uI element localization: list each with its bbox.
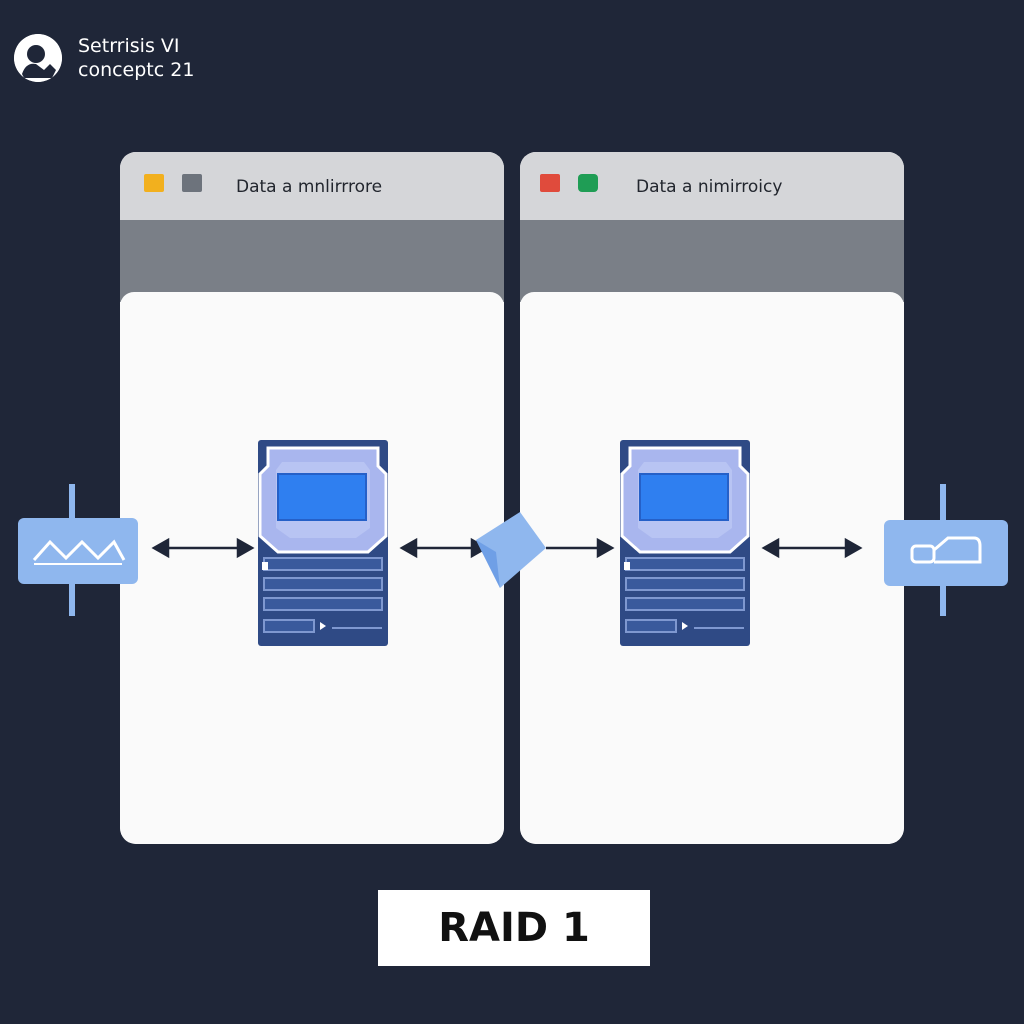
panel-right-titlebar: Data a nimirroicy: [520, 152, 904, 220]
brand-line-2: conceptc 21: [78, 59, 195, 81]
panel-left: Data a mnlirrrore: [120, 152, 504, 844]
hard-drive-icon: [620, 440, 750, 646]
status-indicator: [144, 174, 164, 192]
network-wave-icon: [16, 484, 140, 616]
panel-left-title: Data a mnlirrrore: [236, 177, 383, 197]
panel-right-band: [520, 220, 904, 302]
raid-caption: RAID 1: [378, 890, 650, 966]
hard-drive-icon: [258, 440, 388, 646]
status-indicator: [578, 174, 598, 192]
panel-right-title: Data a nimirroicy: [636, 177, 783, 197]
status-indicator: [182, 174, 202, 192]
brand-text: Setrrisis VI conceptc 21: [78, 34, 194, 82]
key-icon: [884, 484, 1008, 616]
brand-line-1: Setrrisis VI: [78, 35, 180, 57]
status-indicator: [540, 174, 560, 192]
panel-left-titlebar: Data a mnlirrrore: [120, 152, 504, 220]
user-avatar-icon: [14, 34, 62, 82]
panel-left-band: [120, 220, 504, 302]
